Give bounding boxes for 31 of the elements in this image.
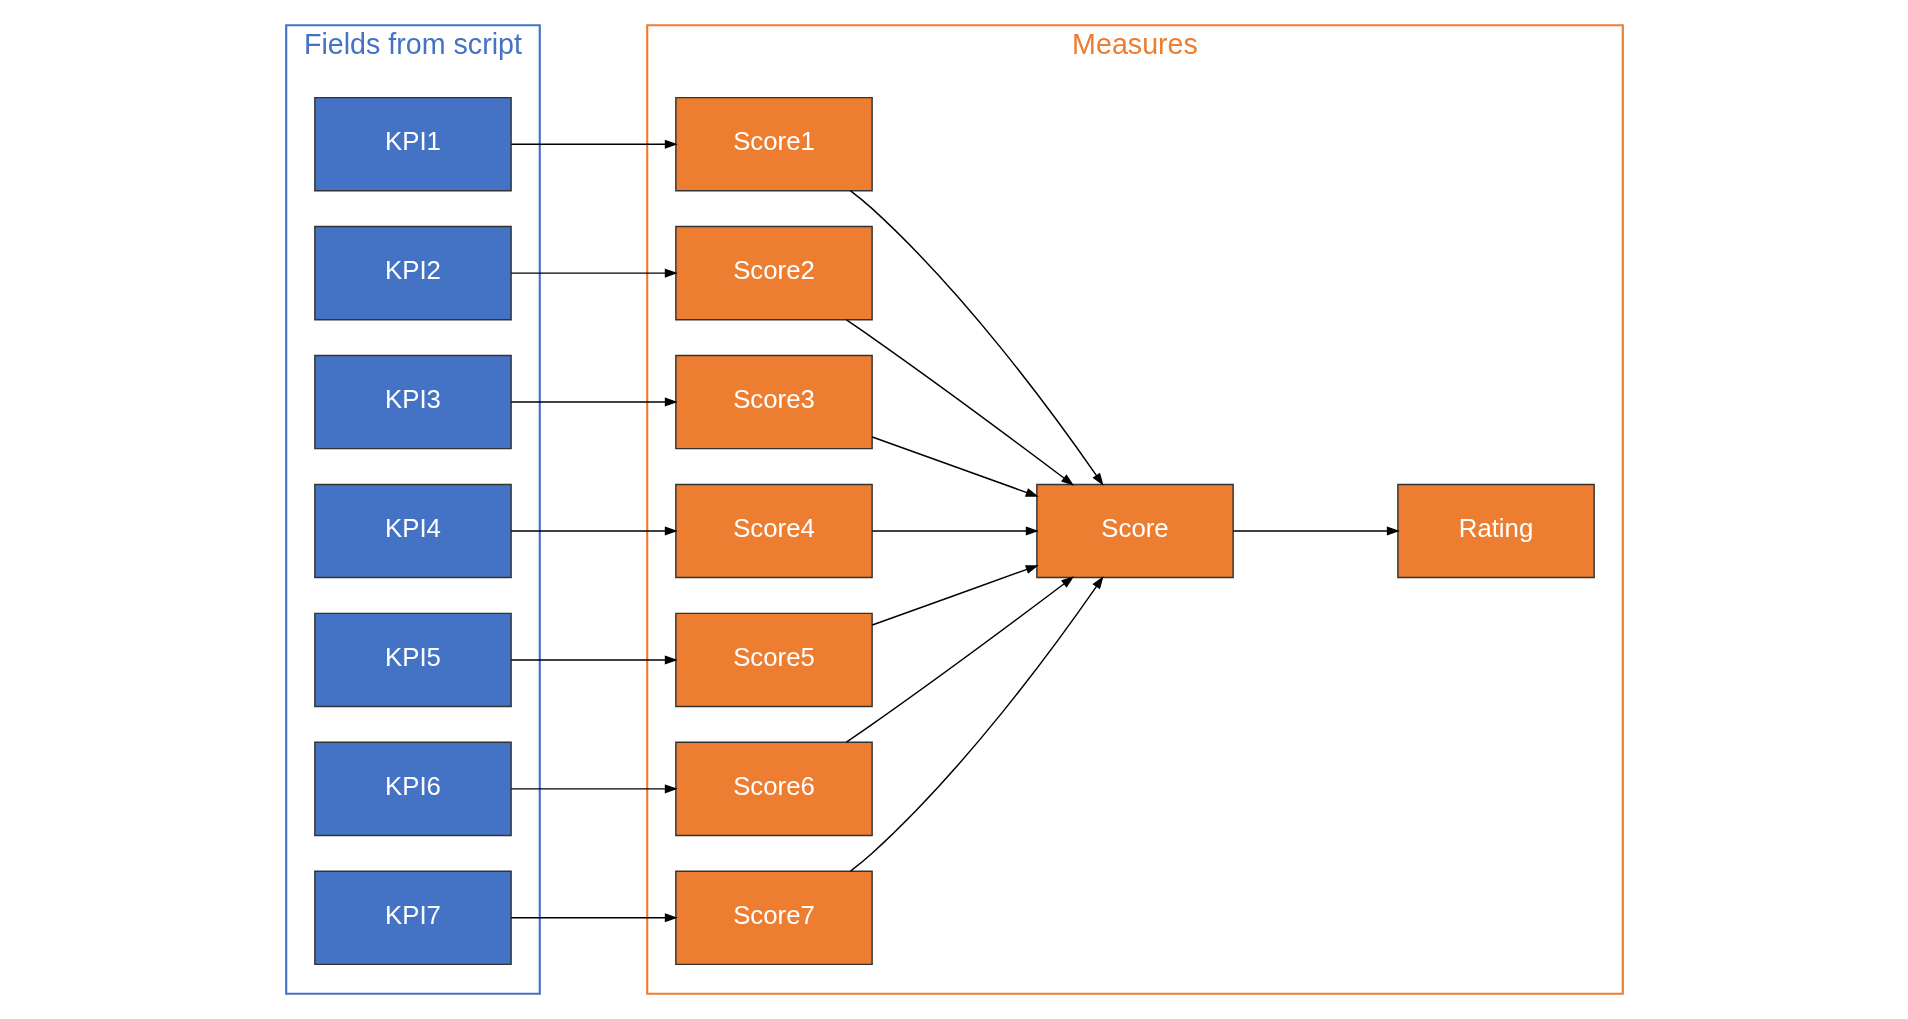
node-box: KPI3 [313,354,512,450]
arrow [871,526,1039,536]
arrow [871,565,1039,626]
arrow [871,436,1039,497]
arrow [510,655,678,665]
node-box: KPI6 [313,741,512,837]
arrow [510,526,678,536]
node-box: Score6 [674,741,873,837]
node-box: Score7 [674,870,873,966]
node-box: Score1 [674,96,873,192]
node-box: Score4 [674,483,873,579]
node-box: KPI1 [313,96,512,192]
node-box: Score2 [674,225,873,321]
node-box: KPI7 [313,870,512,966]
node-box: KPI2 [313,225,512,321]
arrow [510,139,678,149]
arrow [510,268,678,278]
node-box: KPI5 [313,612,512,708]
arrow [1232,526,1400,536]
arrow [849,576,1104,872]
arrow [849,190,1104,486]
arrow [510,913,678,923]
node-box: Score [1035,483,1234,579]
arrow [845,576,1074,743]
node-box: Score3 [674,354,873,450]
node-box: Rating [1396,483,1595,579]
node-box: KPI4 [313,483,512,579]
arrow [845,319,1074,486]
node-box: Score5 [674,612,873,708]
arrow [510,784,678,794]
arrow [510,397,678,407]
